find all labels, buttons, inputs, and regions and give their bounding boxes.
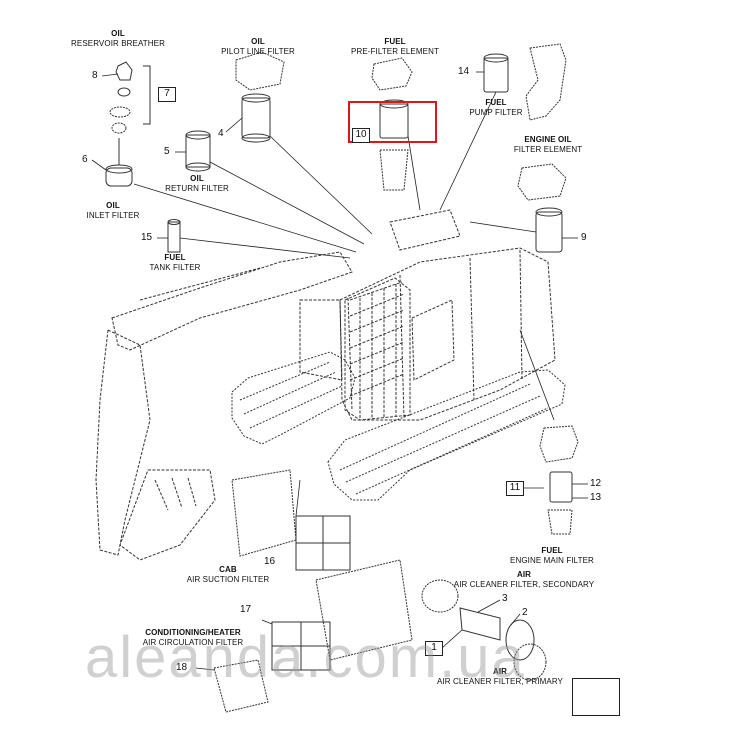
callout-2: 2: [522, 607, 528, 618]
callout-15: 15: [141, 232, 153, 243]
label-head: AIR: [492, 667, 508, 676]
excavator-boom-arm: [95, 251, 353, 561]
callout-5: 5: [164, 146, 170, 157]
label-head: CONDITIONING/HEATER: [145, 628, 241, 637]
label-fuel-tank-filter: FUEL TANK FILTER: [138, 253, 212, 273]
callout-9: 9: [581, 232, 587, 243]
label-cab-air-suction-filter: CAB AIR SUCTION FILTER: [176, 565, 280, 585]
breather-parts: [105, 61, 151, 187]
watermark: aleanda.com.ua: [85, 625, 526, 690]
label-engine-oil-filter-element: ENGINE OIL FILTER ELEMENT: [508, 135, 588, 155]
pilot-line-filter-parts: [235, 51, 285, 143]
return-filter-parts: [185, 130, 211, 172]
label-air-cleaner-primary: AIR AIR CLEANER FILTER, PRIMARY: [426, 667, 574, 687]
label-sub: AIR CLEANER FILTER, PRIMARY: [437, 677, 563, 686]
excavator-house: [299, 209, 556, 421]
callout-8: 8: [92, 70, 98, 81]
pre-filter-parts: [371, 57, 413, 191]
label-oil-reservoir-breather: OIL RESERVOIR BREATHER: [62, 29, 174, 49]
callout-16: 16: [264, 556, 276, 567]
label-oil-pilot-line-filter: OIL PILOT LINE FILTER: [210, 37, 306, 57]
label-fuel-pump-filter: FUEL PUMP FILTER: [460, 98, 532, 118]
highlight-box-fuel-pre-filter: [348, 101, 437, 143]
label-sub: PUMP FILTER: [469, 108, 523, 117]
label-oil-return-filter: OIL RETURN FILTER: [160, 174, 234, 194]
label-head: OIL: [251, 37, 265, 46]
callout-7: 7: [158, 87, 176, 102]
callout-13: 13: [590, 492, 602, 503]
callout-3: 3: [502, 593, 508, 604]
air-cleaner-parts: [315, 559, 547, 681]
callout-10: 10: [352, 128, 370, 143]
label-sub: INLET FILTER: [86, 211, 140, 220]
label-sub: PILOT LINE FILTER: [221, 47, 295, 56]
callout-6: 6: [82, 154, 88, 165]
label-sub: FILTER ELEMENT: [513, 145, 583, 154]
label-sub: RESERVOIR BREATHER: [71, 39, 165, 48]
main-fuel-filter-parts: [539, 425, 579, 535]
tank-filter-parts: [167, 219, 181, 253]
label-oil-inlet-filter: OIL INLET FILTER: [76, 201, 150, 221]
label-head: FUEL: [384, 37, 406, 46]
label-fuel-pre-filter-element: FUEL PRE-FILTER ELEMENT: [340, 37, 450, 57]
label-head: OIL: [190, 174, 204, 183]
label-head: FUEL: [485, 98, 507, 107]
label-sub: TANK FILTER: [149, 263, 201, 272]
label-sub: PRE-FILTER ELEMENT: [351, 47, 439, 56]
excavator-tracks: [231, 351, 566, 501]
leader-lines: [91, 71, 588, 671]
cab-filter-parts: [231, 469, 351, 571]
label-head: FUEL: [164, 253, 186, 262]
arrow-frame: [572, 678, 620, 716]
callout-18: 18: [176, 662, 188, 673]
label-head: FUEL: [541, 546, 563, 555]
label-sub: ENGINE MAIN FILTER: [510, 556, 594, 565]
label-sub: RETURN FILTER: [165, 184, 229, 193]
label-head: CAB: [219, 565, 237, 574]
label-head: AIR: [516, 570, 532, 579]
label-head: OIL: [106, 201, 120, 210]
label-air-cleaner-secondary: AIR AIR CLEANER FILTER, SECONDARY: [446, 570, 602, 590]
label-sub: AIR SUCTION FILTER: [186, 575, 270, 584]
callout-11: 11: [506, 481, 524, 496]
label-head: ENGINE OIL: [524, 135, 572, 144]
callout-14: 14: [458, 66, 470, 77]
engine-oil-filter-parts: [517, 163, 567, 253]
label-fuel-engine-main-filter: FUEL ENGINE MAIN FILTER: [500, 546, 604, 566]
label-head: OIL: [111, 29, 125, 38]
callout-12: 12: [590, 478, 602, 489]
label-sub: AIR CIRCULATION FILTER: [142, 638, 244, 647]
label-conditioning-heater-air-circulation: CONDITIONING/HEATER AIR CIRCULATION FILT…: [132, 628, 254, 648]
excavator-cab: [344, 277, 455, 421]
callout-1: 1: [425, 641, 443, 656]
heater-filter-parts: [213, 621, 331, 713]
label-sub: AIR CLEANER FILTER, SECONDARY: [453, 580, 595, 589]
callout-17: 17: [240, 604, 252, 615]
callout-4: 4: [218, 128, 224, 139]
